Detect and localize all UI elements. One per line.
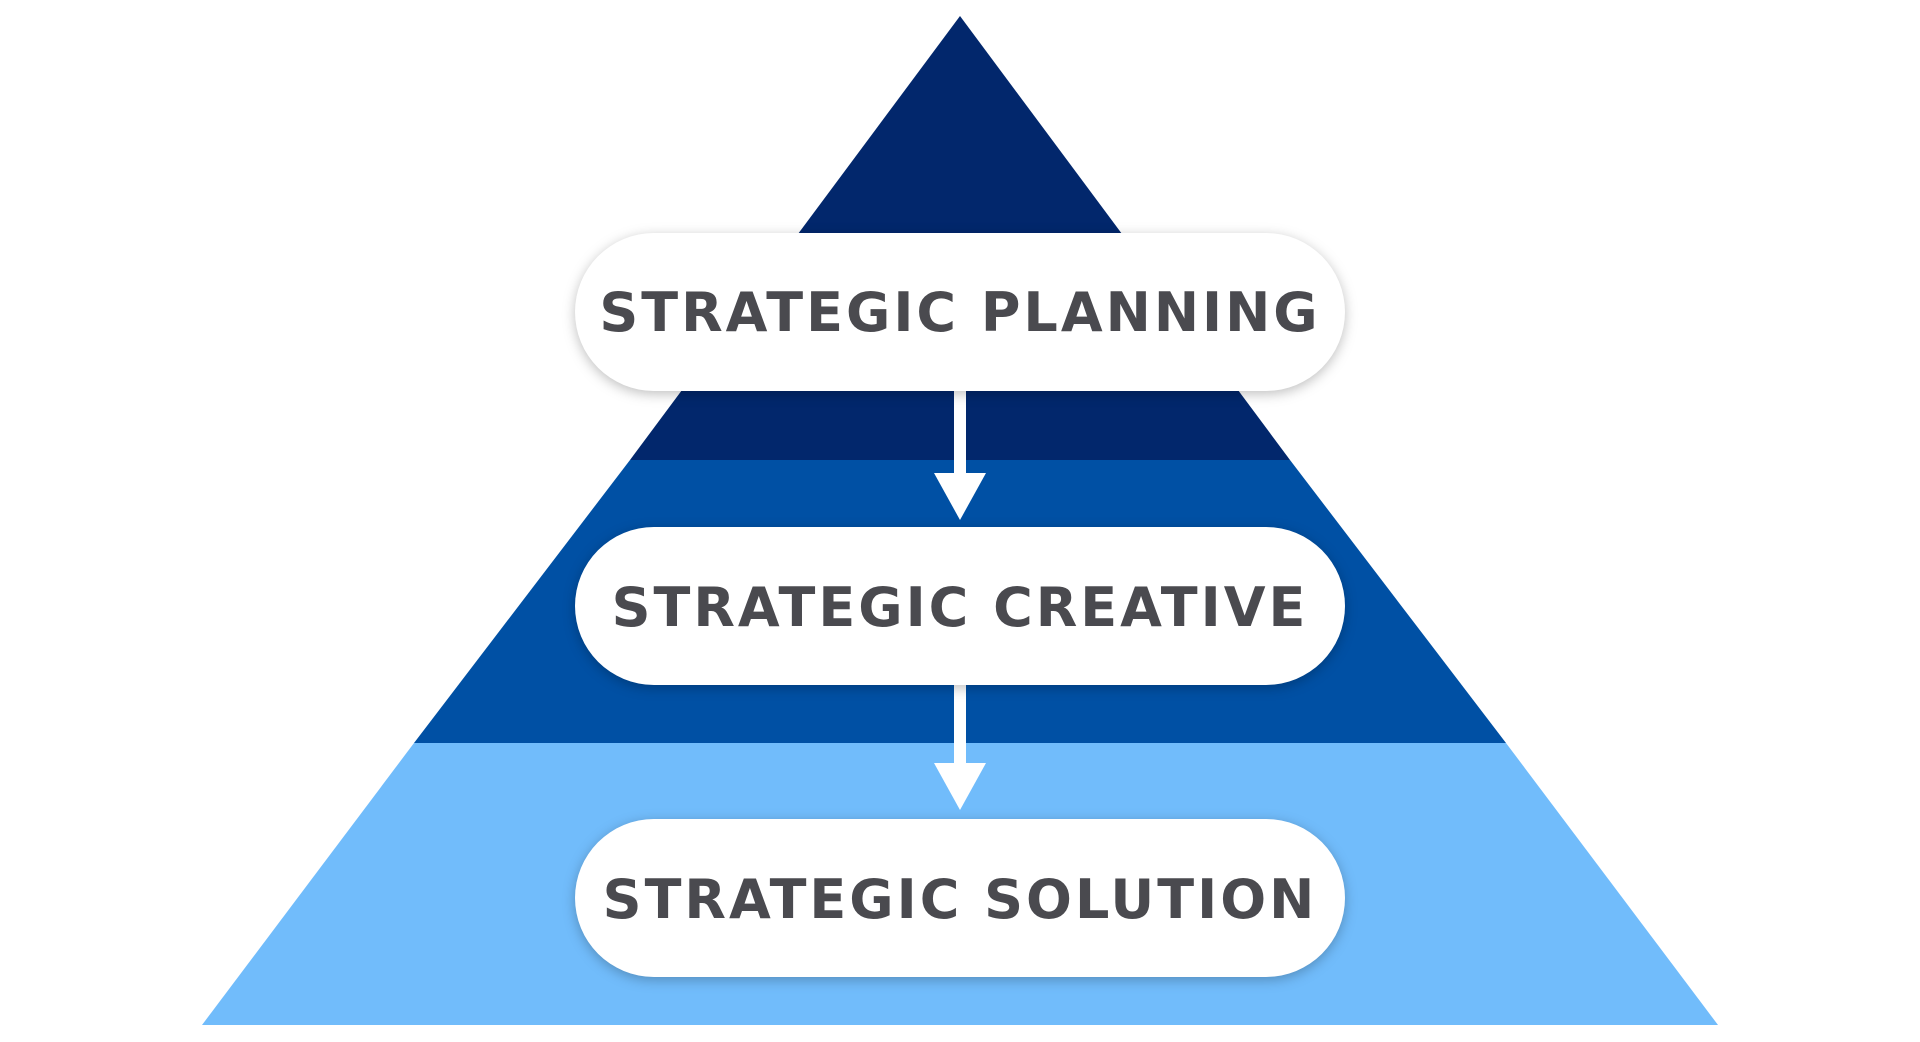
level-pill-solution <box>575 819 1345 977</box>
flow-arrow-2-head <box>934 763 986 810</box>
flow-arrow-1-shaft <box>954 390 966 475</box>
flow-arrow-1-head <box>934 473 986 520</box>
level-label-creative: STRATEGIC CREATIVE <box>612 576 1309 639</box>
flow-arrow-2 <box>934 685 986 810</box>
flow-arrow-1 <box>934 390 986 520</box>
level-label-planning: STRATEGIC PLANNING <box>599 281 1320 344</box>
flow-arrow-2-shaft <box>954 685 966 765</box>
level-pill-planning-shape <box>575 233 1345 391</box>
level-pill-planning <box>575 233 1345 391</box>
level-pill-creative <box>575 527 1345 685</box>
level-pill-creative-shape <box>575 527 1345 685</box>
level-label-solution: STRATEGIC SOLUTION <box>603 868 1318 931</box>
level-pill-solution-shape <box>575 819 1345 977</box>
